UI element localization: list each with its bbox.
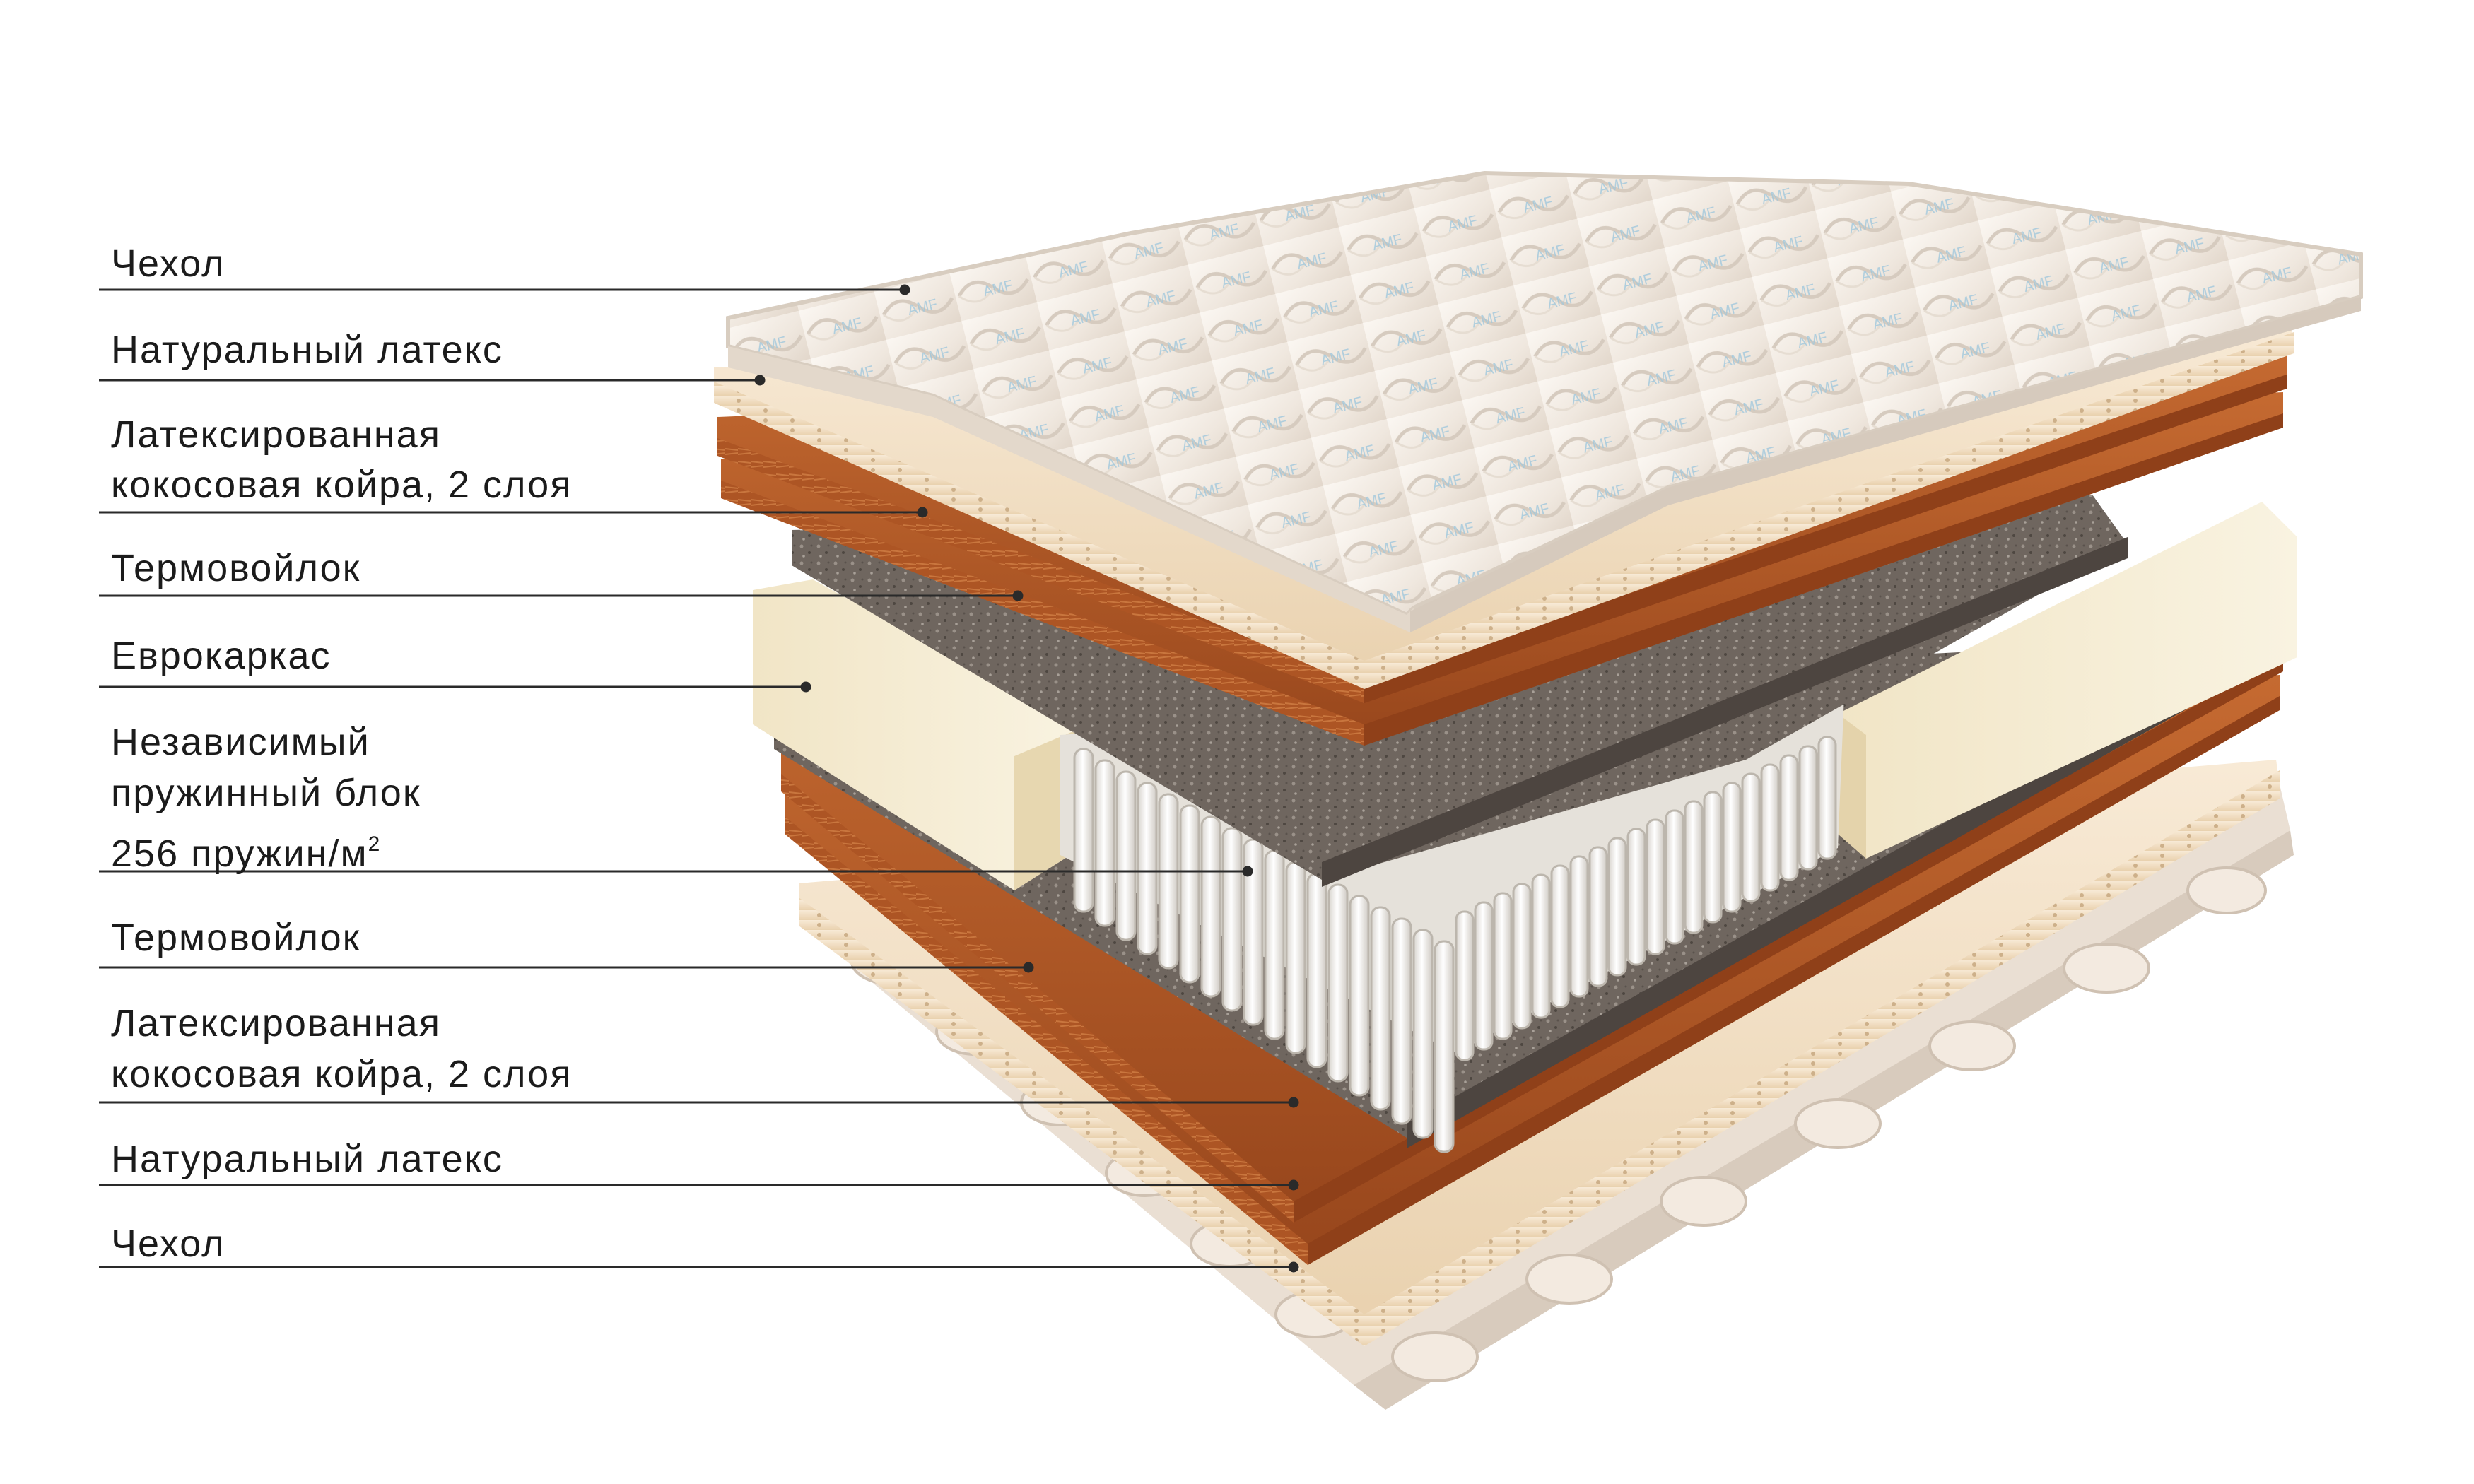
spring-pocket xyxy=(1550,864,1570,1008)
spring-pocket xyxy=(1531,873,1551,1019)
label-coir-top-line1: Латексированная xyxy=(111,413,441,456)
spring-pocket xyxy=(1200,815,1221,998)
label-felt-top: Термовойлок xyxy=(111,547,361,589)
spring-pocket xyxy=(1569,855,1589,998)
spring-pocket xyxy=(1741,772,1761,902)
spring-pocket xyxy=(1285,861,1306,1054)
spring-pocket xyxy=(1798,745,1818,871)
top-cover xyxy=(726,170,2363,632)
leader-lines xyxy=(99,284,1299,1273)
label-felt-bottom: Термовойлок xyxy=(111,917,361,959)
label-coir-bottom-line1: Латексированная xyxy=(111,1002,441,1044)
spring-pocket xyxy=(1455,910,1475,1061)
spring-pocket xyxy=(1607,837,1627,977)
spring-pocket xyxy=(1779,754,1799,881)
label-springs-line3: 256 пружин/м2 xyxy=(111,823,381,875)
spring-pocket xyxy=(1817,736,1837,860)
spring-pocket xyxy=(1349,895,1370,1097)
springs-density-text: 256 пружин/м xyxy=(111,832,368,875)
spring-pocket xyxy=(1474,901,1494,1051)
spring-pocket xyxy=(1626,828,1646,966)
springs-density-superscript: 2 xyxy=(368,832,382,856)
spring-pocket xyxy=(1588,846,1608,987)
spring-pocket xyxy=(1646,818,1665,955)
spring-pocket xyxy=(1722,782,1742,913)
spring-pocket xyxy=(1306,872,1327,1068)
spring-pocket xyxy=(1665,809,1684,945)
spring-pocket xyxy=(1703,791,1723,924)
spring-pocket xyxy=(1094,759,1115,927)
spring-pocket xyxy=(1327,883,1349,1083)
spring-pocket xyxy=(1391,917,1412,1125)
spring-pocket xyxy=(1760,763,1780,892)
spring-pocket xyxy=(1115,770,1137,941)
label-cover-bottom: Чехол xyxy=(111,1223,225,1265)
spring-pocket xyxy=(1493,892,1513,1040)
spring-pocket xyxy=(1412,929,1434,1139)
spring-pocket xyxy=(1684,800,1704,934)
spring-pocket xyxy=(1137,782,1158,955)
spring-pocket xyxy=(1221,827,1243,1012)
spring-pocket xyxy=(1264,849,1285,1040)
label-cover-top: Чехол xyxy=(111,242,225,285)
spring-pocket xyxy=(1243,838,1264,1026)
label-euroframe: Еврокаркас xyxy=(111,635,332,677)
spring-pocket xyxy=(1073,748,1094,913)
label-coir-bottom-line2: кокосовая койра, 2 слоя xyxy=(111,1053,573,1095)
label-springs-line2: пружинный блок xyxy=(111,772,421,814)
spring-pocket xyxy=(1370,906,1391,1111)
spring-pocket xyxy=(1158,793,1179,970)
label-latex-top: Натуральный латекс xyxy=(111,329,503,371)
spring-pocket xyxy=(1434,940,1455,1153)
spring-pocket xyxy=(1512,883,1532,1030)
label-coir-top-line2: кокосовая койра, 2 слоя xyxy=(111,464,573,506)
spring-pocket xyxy=(1179,804,1200,984)
label-latex-bottom: Натуральный латекс xyxy=(111,1138,503,1180)
label-springs-line1: Независимый xyxy=(111,721,370,763)
